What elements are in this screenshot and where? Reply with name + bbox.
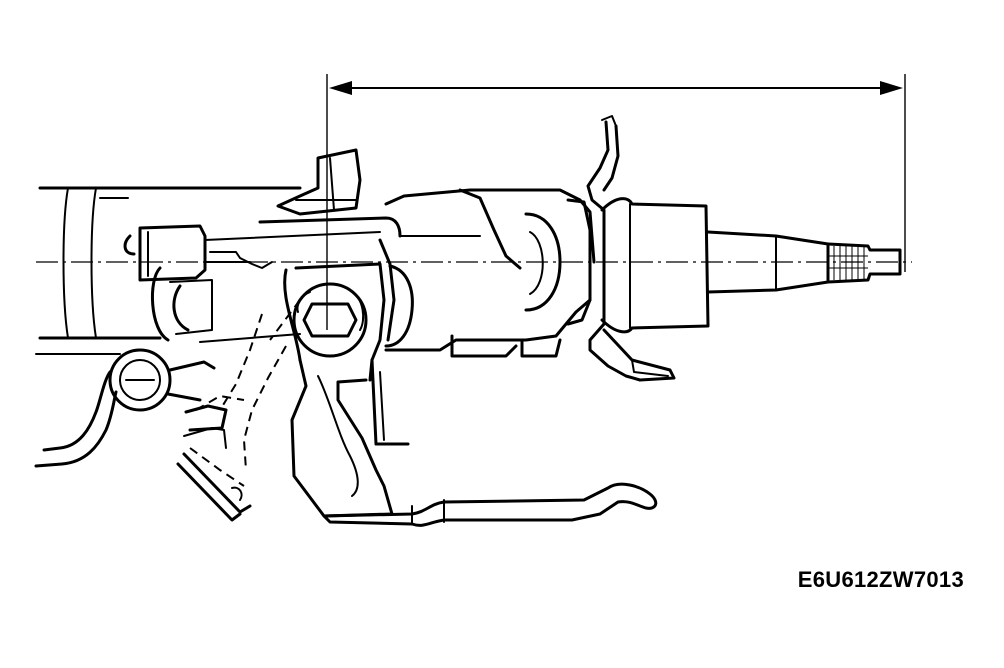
lower-rod — [34, 370, 118, 468]
dimension-arrow-left — [329, 81, 352, 95]
coupling-ring — [108, 348, 216, 412]
tilt-lever-tab — [258, 148, 402, 238]
lower-bracket — [283, 238, 414, 518]
figure-code-label: E6U612ZW7013 — [797, 567, 964, 592]
shaft-splines — [828, 246, 868, 280]
tilt-spring-assembly — [123, 224, 381, 341]
mounting-flange — [586, 115, 676, 382]
dimension-annotation — [326, 74, 906, 330]
lower-link-hidden — [176, 313, 287, 522]
release-lever-handle — [322, 482, 658, 527]
dimension-arrow-right — [880, 81, 903, 95]
side-boss — [150, 266, 301, 343]
column-housing — [384, 188, 596, 358]
upper-shaft — [600, 197, 902, 334]
column-tube — [35, 186, 302, 355]
lock-bolt — [292, 282, 368, 358]
